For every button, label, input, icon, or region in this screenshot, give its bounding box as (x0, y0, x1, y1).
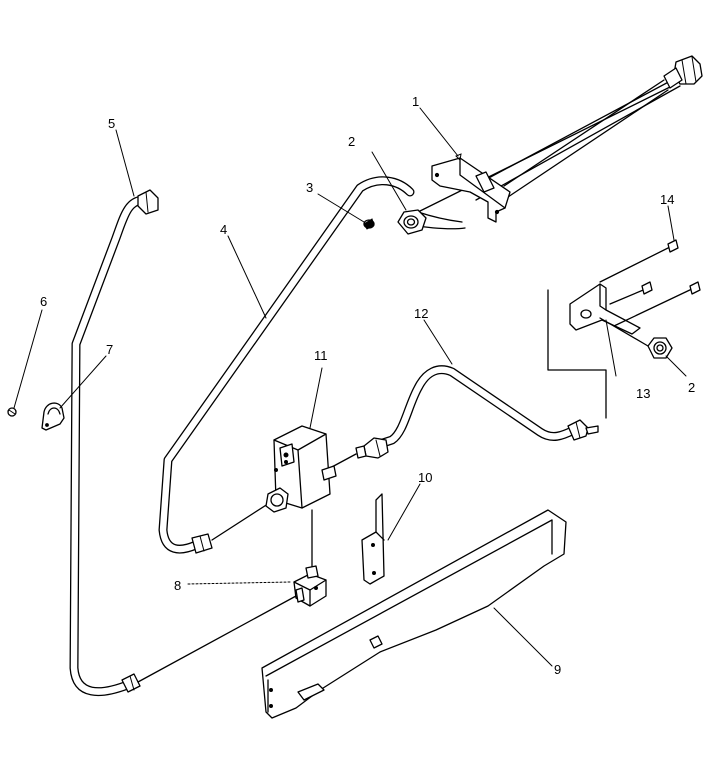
part-6-screw (7, 407, 17, 417)
part-11-valve (211, 425, 357, 569)
part-9-support-bracket (261, 509, 567, 719)
part-2-nut-lower (599, 317, 673, 359)
callout-4: 4 (220, 222, 227, 237)
supply-tubes (409, 55, 703, 230)
part-13-bracket (547, 283, 641, 419)
callout-7: 7 (106, 342, 113, 357)
part-5-tube (69, 189, 159, 697)
callout-labels: 1 2 3 4 5 6 7 11 12 14 13 2 10 8 9 (40, 94, 695, 677)
part-4-tube (158, 176, 415, 554)
callout-6: 6 (40, 294, 47, 309)
part-3-orifice (363, 218, 375, 230)
callout-10: 10 (418, 470, 432, 485)
callout-14: 14 (660, 192, 674, 207)
callout-2-upper: 2 (348, 134, 355, 149)
callout-1: 1 (412, 94, 419, 109)
callout-9: 9 (554, 662, 561, 677)
part-14-screws (599, 239, 701, 327)
callout-2-lower: 2 (688, 380, 695, 395)
part-7-clamp (41, 402, 65, 431)
part-1-bracket (431, 157, 511, 223)
callout-13: 13 (636, 386, 650, 401)
callout-5: 5 (108, 116, 115, 131)
callout-12: 12 (414, 306, 428, 321)
part-2-nut-upper (397, 209, 427, 235)
upper-right-fitting (663, 55, 703, 89)
callout-3: 3 (306, 180, 313, 195)
leader-lines (13, 107, 687, 667)
part-8-burner-valve (137, 565, 327, 683)
callout-11: 11 (314, 348, 328, 363)
part-10-bracket (361, 493, 385, 585)
part-12-tube (355, 365, 599, 459)
callout-8: 8 (174, 578, 181, 593)
